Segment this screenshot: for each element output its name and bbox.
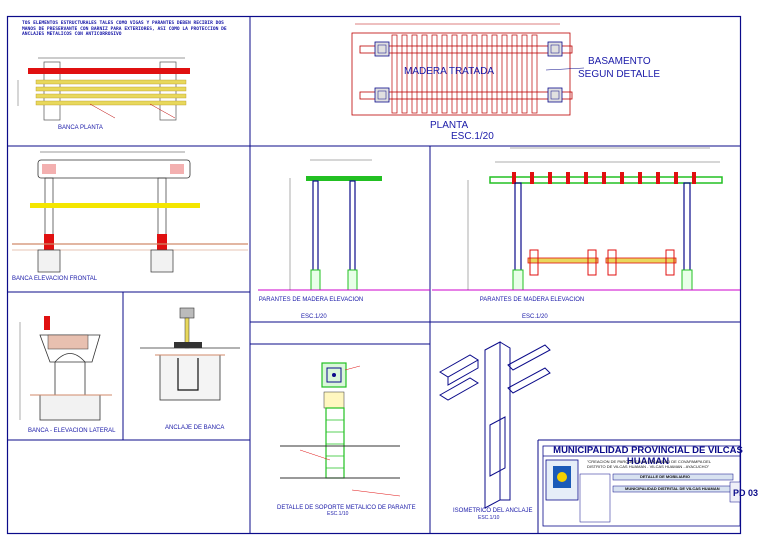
anclaje-banca-drawing: [140, 307, 240, 401]
basamento-label-line1: BASAMENTO: [588, 56, 651, 67]
anclaje-banca-label: ANCLAJE DE BANCA: [165, 425, 225, 431]
sheet-code: PD 03: [733, 488, 759, 498]
banca-elevacion-lateral-label: BANCA - ELEVACION LATERAL: [28, 428, 116, 434]
parantes-elevacion-2-drawing: [432, 147, 740, 291]
banca-elevacion-frontal-label: BANCA ELEVACION FRONTAL: [12, 276, 98, 282]
detalle-soporte-drawing: [280, 362, 401, 497]
banca-planta-label: BANCA PLANTA: [58, 125, 103, 131]
title-block-graphics: [542, 445, 741, 527]
municipality-title: MUNICIPALIDAD PROVINCIAL DE VILCAS HUAMA…: [553, 445, 743, 467]
project-description: "CREACION DE PARQUE EN LA LOCALIDAD DE C…: [587, 459, 711, 469]
general-note: TOS ELEMENTOS ESTRUCTURALES TALES COMO V…: [22, 21, 227, 38]
madera-tratada-label: MADERA TRATADA: [404, 66, 495, 77]
isometrico-scale: ESC.1/10: [478, 515, 500, 521]
detalle-soporte-label: DETALLE DE SOPORTE METALICO DE PARANTE: [277, 505, 416, 511]
parantes-elevacion-2-label: PARANTES DE MADERA ELEVACION: [479, 297, 585, 303]
planta-scale: ESC.1/20: [451, 131, 494, 142]
sheet-title: DETALLE DE MOBILIARIO: [640, 474, 690, 479]
isometrico-label: ISOMETRICO DEL ANCLAJE: [453, 508, 533, 514]
detalle-soporte-scale: ESC.1/10: [327, 511, 349, 517]
panel-grid: [8, 17, 741, 533]
banca-elevacion-lateral-drawing: [19, 316, 112, 421]
basamento-label-line2: SEGUN DETALLE: [578, 69, 661, 80]
parantes-elevacion-1-drawing: [258, 159, 430, 291]
planta-drawing: [351, 23, 585, 116]
entity-name: MUNICIPALIDAD DISTRITAL DE VILCAS HUAMAN: [625, 486, 720, 491]
sheet-border: [6, 15, 742, 535]
isometrico-drawing: [439, 341, 551, 509]
planta-label: PLANTA: [430, 120, 469, 131]
banca-planta-drawing: [17, 57, 190, 121]
parantes-elevacion-1-label: PARANTES DE MADERA ELEVACION: [258, 297, 364, 303]
banca-elevacion-frontal-drawing: [12, 151, 248, 273]
parantes-elevacion-1-scale: ESC.1/20: [301, 314, 327, 320]
parantes-elevacion-2-scale: ESC.1/20: [522, 314, 548, 320]
